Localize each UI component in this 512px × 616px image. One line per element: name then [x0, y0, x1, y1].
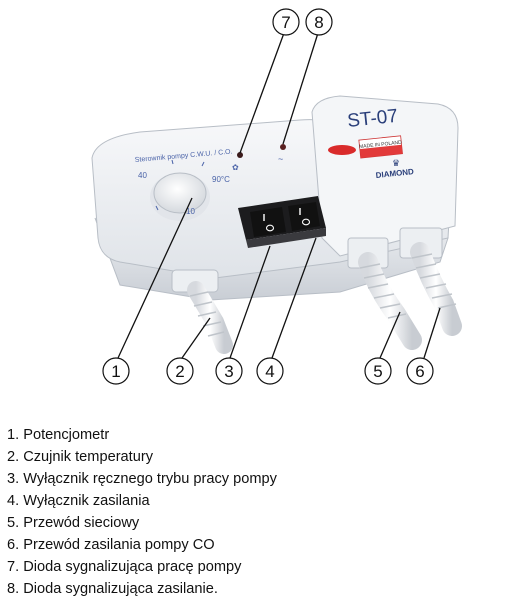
scale-low-label: 10 [186, 207, 195, 216]
scale-tick [155, 205, 159, 211]
legend-item-6: 6. Przewód zasilania pompy CO [7, 537, 215, 553]
legend-item-2: 2. Czujnik temperatury [7, 449, 153, 465]
legend-item-7: 7. Dioda sygnalizująca pracę pompy [7, 559, 242, 575]
temperature-sensor-cable [171, 269, 233, 354]
power-led [280, 144, 286, 150]
legend-item-1: 1. Potencjometr [7, 427, 110, 443]
mains-cable [347, 237, 422, 350]
legend-item-5: 5. Przewód sieciowy [7, 515, 140, 531]
legend-item-3: 3. Wyłącznik ręcznego trybu pracy pompy [7, 471, 277, 487]
legend-item-8: 8. Dioda sygnalizująca zasilanie. [7, 581, 218, 597]
callout-8: 8 [305, 8, 333, 36]
svg-text:6: 6 [415, 362, 424, 381]
scale-tick [171, 159, 174, 165]
callout-2: 2 [166, 357, 194, 385]
callout-4: 4 [256, 357, 284, 385]
scale-tick [201, 161, 205, 167]
svg-text:7: 7 [281, 13, 290, 32]
legend-list: 1. Potencjometr 2. Czujnik temperatury 3… [7, 424, 277, 600]
leader-line-8 [282, 32, 319, 145]
callout-7: 7 [272, 8, 300, 36]
leader-line-4 [271, 237, 317, 359]
leader-line-6 [423, 307, 441, 359]
svg-text:1: 1 [111, 362, 120, 381]
callout-1: 1 [102, 357, 130, 385]
svg-text:3: 3 [224, 362, 233, 381]
brand-label: DIAMOND [375, 167, 414, 180]
scale-min-label: 40 [138, 171, 147, 180]
svg-text:MADE IN POLAND: MADE IN POLAND [359, 140, 403, 150]
svg-text:5: 5 [373, 362, 382, 381]
power-icon: ~ [278, 154, 283, 164]
scale-max-label: 90°C [212, 175, 230, 184]
leader-line-5 [379, 311, 401, 359]
svg-text:4: 4 [265, 362, 274, 381]
potentiometer-knob[interactable] [150, 172, 210, 221]
leader-line-2 [181, 317, 211, 359]
brand-oval [328, 145, 356, 155]
legend-item-4: 4. Wyłącznik zasilania [7, 493, 150, 509]
leader-line-1 [117, 197, 193, 359]
power-switch[interactable] [288, 202, 320, 231]
leader-line-7 [239, 32, 285, 154]
callout-5: 5 [364, 357, 392, 385]
made-in-poland-badge: MADE IN POLAND [358, 135, 403, 159]
manual-mode-switch[interactable] [250, 207, 286, 237]
pump-power-cable [399, 227, 462, 336]
svg-text:2: 2 [175, 362, 184, 381]
leader-line-3 [229, 245, 271, 359]
callout-3: 3 [215, 357, 243, 385]
brand-crown-icon: ♛ [392, 158, 400, 168]
device-module [311, 95, 459, 257]
pump-led [237, 152, 243, 158]
callout-6: 6 [406, 357, 434, 385]
svg-text:8: 8 [314, 13, 323, 32]
pump-icon: ✿ [232, 163, 239, 172]
